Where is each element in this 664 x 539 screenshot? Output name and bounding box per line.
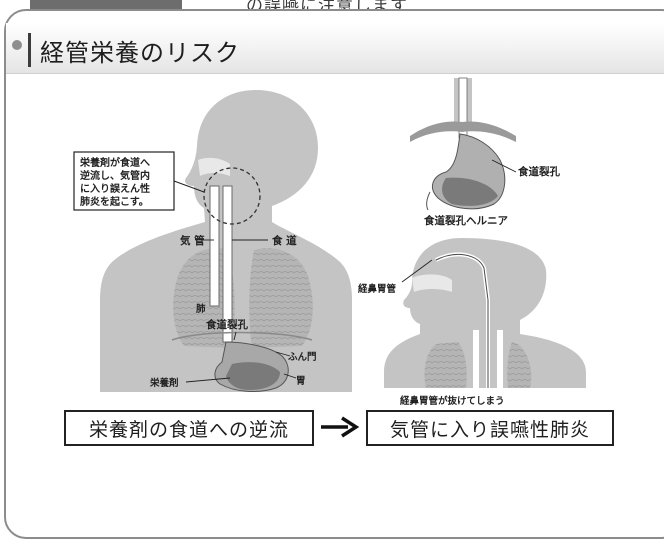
arrow-right-icon	[321, 416, 360, 438]
callout-line-4: 肺炎を起こす。	[80, 195, 149, 208]
label-ng-tube-dislodged: 経鼻胃管が抜けてしまう	[400, 395, 505, 407]
reflux-region-circle	[203, 167, 261, 225]
label-nutrient: 栄養剤	[149, 377, 179, 389]
stomach	[214, 341, 289, 392]
title-band	[6, 23, 664, 74]
nasal-cavity	[198, 157, 230, 176]
leader-lines	[185, 239, 297, 383]
trachea	[209, 185, 220, 307]
page-title: 経管栄養のリスク	[40, 39, 240, 67]
title-accent-bar	[28, 33, 31, 67]
label-esophagus: 食 道	[271, 234, 297, 247]
diaphragm-line	[171, 331, 313, 341]
label-hiatal-hernia: 食道裂孔ヘルニア	[423, 214, 508, 227]
callout-line-1: 栄養剤が食道へ	[79, 156, 150, 169]
label-ng-tube: 経鼻胃管	[358, 283, 397, 295]
label-esophageal-hiatus: 食道裂孔	[205, 318, 248, 331]
title-bullet-dot	[12, 40, 22, 50]
label-pylorus: ふん門	[288, 352, 317, 363]
label-lung: 肺	[195, 303, 206, 315]
aspiration-pneumonia-box: 気管に入り誤嚥性肺炎	[366, 410, 614, 446]
callout-line-2: 逆流し、気管内	[80, 169, 150, 182]
hiatal-hernia-illustration	[410, 77, 517, 211]
reflux-callout: 栄養剤が食道へ 逆流し、気管内 に入り誤えん性 肺炎を起こす。	[73, 151, 205, 211]
reflux-box: 栄養剤の食道への逆流	[64, 410, 314, 446]
label-esophageal-hiatus-right: 食道裂孔	[517, 165, 560, 178]
ng-tube-illustration	[384, 238, 586, 388]
callout-line-3: に入り誤えん性	[80, 182, 150, 195]
label-trachea: 気 管	[179, 234, 205, 247]
risk-illustration: 栄養剤が食道へ 逆流し、気管内 に入り誤えん性 肺炎を起こす。 気 管 食 道 …	[73, 77, 586, 407]
label-stomach: 胃	[296, 376, 306, 387]
